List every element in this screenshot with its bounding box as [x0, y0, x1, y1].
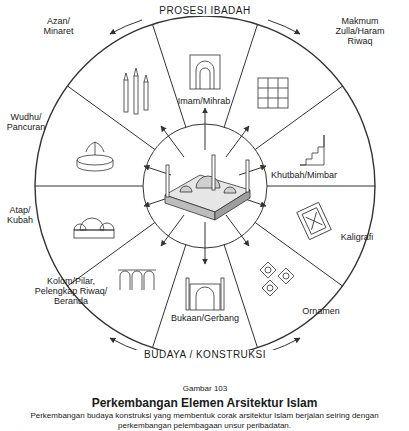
- ring-label: BUDAYA / KONSTRUKSI: [135, 350, 275, 360]
- figure-caption: Perkembangan budaya konstruksi yang memb…: [8, 411, 401, 430]
- segment-label: Imam/Mihrab: [172, 96, 236, 106]
- segment-label: Ornamen: [296, 306, 346, 316]
- figure-number: Gambar 103: [150, 384, 260, 394]
- segment-label: Makmum Zulla/Haram Riwaq: [330, 16, 390, 46]
- segment-label: Azan/ Minaret: [36, 16, 81, 36]
- ring-label: PROSESI IBADAH: [150, 6, 260, 16]
- segment-label: Kolom/Pilar, Pelengkap Riwaq/ Beranda: [30, 276, 112, 306]
- segment-label: Khutbah/Mimbar: [264, 170, 344, 180]
- segment-label: Bukaan/Gerbang: [164, 313, 246, 323]
- segment-label: Kaligrafi: [332, 232, 382, 242]
- figure-title: Perkembangan Elemen Arsitektur Islam: [10, 396, 399, 410]
- segment-label: Wudhu/ Pancuran: [2, 112, 50, 132]
- segment-label: Atap/ Kubah: [2, 205, 38, 225]
